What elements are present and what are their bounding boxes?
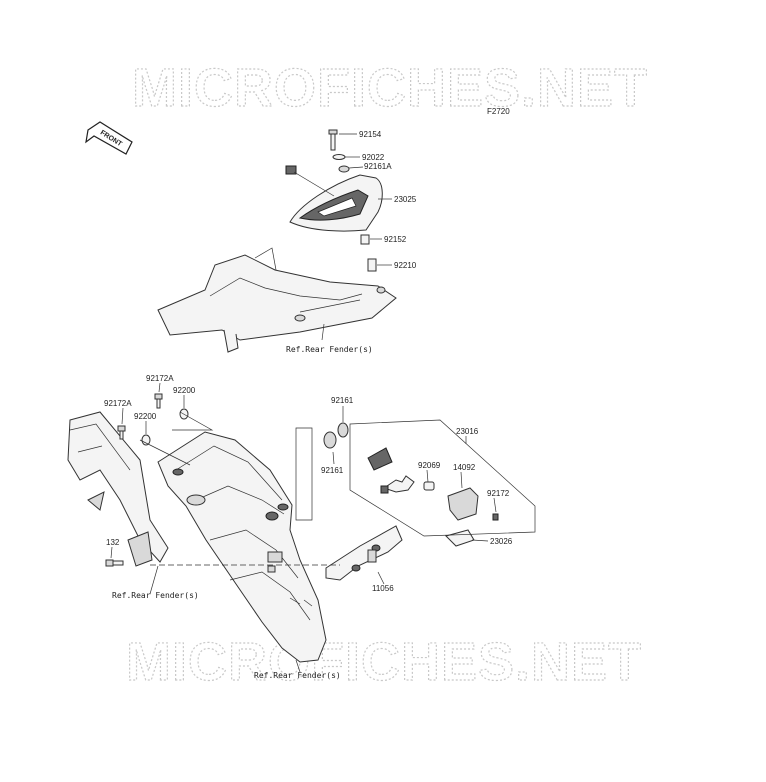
label-92161-b: 92161 (321, 466, 344, 475)
spacer-92210-icon (367, 258, 377, 272)
grommet-92161A-icon (338, 165, 350, 173)
grommet-92161-b-icon (323, 431, 337, 449)
label-23026: 23026 (490, 537, 513, 546)
label-92154: 92154 (359, 130, 382, 139)
rear-fender-icon (157, 431, 327, 663)
upper-rear-fender-icon (157, 247, 397, 353)
lower-assembly (67, 382, 536, 673)
label-92022: 92022 (362, 153, 385, 162)
bolt-92154-icon (328, 129, 338, 151)
tail-light-assembly (157, 129, 397, 353)
grommet-92161-a-icon (337, 422, 349, 438)
label-23025: 23025 (394, 195, 417, 204)
label-ref-top: Ref.Rear Fender(s) (286, 345, 373, 354)
label-92161A: 92161A (364, 162, 392, 171)
label-ref-left: Ref.Rear Fender(s) (112, 591, 199, 600)
washer-92022-icon (332, 154, 346, 160)
screw-92172A-b-icon (154, 393, 163, 409)
label-14092: 14092 (453, 463, 476, 472)
label-92210: 92210 (394, 261, 417, 270)
license-lamp-23016-icon (367, 447, 415, 494)
label-ref-bottom: Ref.Rear Fender(s) (254, 671, 341, 680)
bolt-132-icon (105, 559, 124, 567)
gasket-23026-icon (445, 529, 475, 547)
screw-92172-icon (492, 513, 499, 521)
license-bracket-11056-icon (325, 525, 403, 581)
label-92200-b: 92200 (134, 412, 157, 421)
watermark-top: MICROFICHES.NET (132, 58, 648, 118)
watermark-bottom: MICROFICHES.NET (126, 632, 642, 692)
figure-code: F2720 (487, 107, 510, 116)
label-92069: 92069 (418, 461, 441, 470)
frame-rail-icon (67, 411, 169, 567)
screw-92172A-a-icon (117, 425, 126, 440)
front-arrow-icon: FRONT (85, 121, 133, 155)
label-92152: 92152 (384, 235, 407, 244)
washer-92200-b-icon (141, 434, 151, 446)
label-92161-a: 92161 (331, 396, 354, 405)
label-92172A-a: 92172A (146, 374, 174, 383)
bulb-92069-icon (423, 481, 435, 491)
label-92172A-b: 92172A (104, 399, 132, 408)
label-23016: 23016 (456, 427, 479, 436)
label-92172: 92172 (487, 489, 510, 498)
label-11056: 11056 (372, 584, 394, 593)
lens-14092-icon (447, 487, 479, 521)
label-92200-a: 92200 (173, 386, 196, 395)
collar-92152-icon (360, 234, 370, 245)
label-132: 132 (106, 538, 120, 547)
tail-lamp-23025-icon (285, 165, 383, 232)
